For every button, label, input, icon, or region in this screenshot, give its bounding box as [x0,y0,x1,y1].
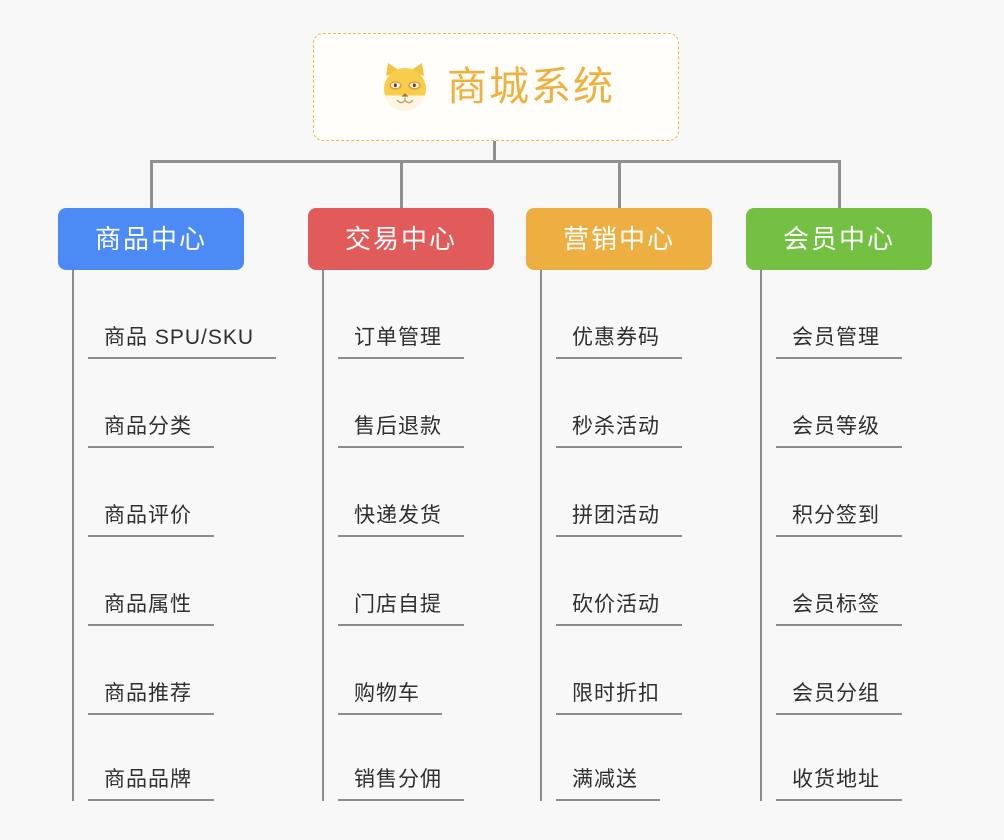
category-label-4: 会员中心 [782,224,895,254]
leaf-label: 快递发货 [338,505,464,537]
branch-column-4: 会员中心 会员管理 会员等级 积分签到 会员标签 会员分组 收货地址 [746,208,932,801]
leaf-label: 购物车 [338,683,442,715]
category-box-2[interactable]: 交易中心 [308,208,494,270]
connector-root-vertical [493,141,496,162]
list-item[interactable]: 会员等级 [762,359,932,448]
root-node[interactable]: 商城系统 [313,33,679,141]
leaf-label: 收货地址 [776,769,902,801]
branch-column-2: 交易中心 订单管理 售后退款 快递发货 门店自提 购物车 销售分佣 [308,208,494,801]
leaf-label: 销售分佣 [338,769,464,801]
leaf-label: 拼团活动 [556,505,682,537]
root-title: 商城系统 [447,65,615,109]
leaf-list-4: 会员管理 会员等级 积分签到 会员标签 会员分组 收货地址 [760,270,932,801]
list-item[interactable]: 商品推荐 [74,626,244,715]
category-label-3: 营销中心 [562,224,675,254]
list-item[interactable]: 满减送 [542,715,712,801]
list-item[interactable]: 会员分组 [762,626,932,715]
category-label-2: 交易中心 [344,224,457,254]
connector-horizontal-bus [150,160,841,163]
branch-column-1: 商品中心 商品 SPU/SKU 商品分类 商品评价 商品属性 商品推荐 商品品牌 [58,208,277,801]
list-item[interactable]: 收货地址 [762,715,932,801]
leaf-label: 商品分类 [88,416,214,448]
list-item[interactable]: 商品评价 [74,448,244,537]
list-item[interactable]: 秒杀活动 [542,359,712,448]
leaf-label: 商品评价 [88,505,214,537]
connector-drop-3 [618,160,621,208]
connector-drop-4 [838,160,841,208]
list-item[interactable]: 售后退款 [324,359,494,448]
leaf-label: 售后退款 [338,416,464,448]
leaf-list-2: 订单管理 售后退款 快递发货 门店自提 购物车 销售分佣 [322,270,494,801]
leaf-label: 商品属性 [88,594,214,626]
leaf-label: 优惠券码 [556,327,682,359]
category-label-1: 商品中心 [94,224,207,254]
leaf-label: 商品推荐 [88,683,214,715]
list-item[interactable]: 商品 SPU/SKU [74,270,277,359]
leaf-label: 限时折扣 [556,683,682,715]
leaf-label: 会员分组 [776,683,902,715]
shiba-dog-emoji [377,59,433,115]
list-item[interactable]: 拼团活动 [542,448,712,537]
connector-drop-1 [150,160,153,208]
list-item[interactable]: 会员标签 [762,537,932,626]
connector-drop-2 [400,160,403,208]
leaf-label: 满减送 [556,769,660,801]
list-item[interactable]: 限时折扣 [542,626,712,715]
leaf-label: 会员管理 [776,327,902,359]
branch-column-3: 营销中心 优惠券码 秒杀活动 拼团活动 砍价活动 限时折扣 满减送 [526,208,712,801]
leaf-list-3: 优惠券码 秒杀活动 拼团活动 砍价活动 限时折扣 满减送 [540,270,712,801]
leaf-label: 会员标签 [776,594,902,626]
list-item[interactable]: 门店自提 [324,537,494,626]
leaf-label: 商品 SPU/SKU [88,327,277,359]
list-item[interactable]: 商品分类 [74,359,244,448]
list-item[interactable]: 积分签到 [762,448,932,537]
leaf-label: 门店自提 [338,594,464,626]
category-box-1[interactable]: 商品中心 [58,208,244,270]
leaf-label: 订单管理 [338,327,464,359]
category-box-3[interactable]: 营销中心 [526,208,712,270]
leaf-label: 砍价活动 [556,594,682,626]
leaf-list-1: 商品 SPU/SKU 商品分类 商品评价 商品属性 商品推荐 商品品牌 [72,270,277,801]
list-item[interactable]: 订单管理 [324,270,494,359]
list-item[interactable]: 砍价活动 [542,537,712,626]
leaf-label: 积分签到 [776,505,902,537]
leaf-label: 商品品牌 [88,769,214,801]
leaf-label: 会员等级 [776,416,902,448]
list-item[interactable]: 快递发货 [324,448,494,537]
category-box-4[interactable]: 会员中心 [746,208,932,270]
list-item[interactable]: 商品属性 [74,537,244,626]
list-item[interactable]: 会员管理 [762,270,932,359]
list-item[interactable]: 购物车 [324,626,494,715]
list-item[interactable]: 商品品牌 [74,715,244,801]
list-item[interactable]: 优惠券码 [542,270,712,359]
list-item[interactable]: 销售分佣 [324,715,494,801]
leaf-label: 秒杀活动 [556,416,682,448]
